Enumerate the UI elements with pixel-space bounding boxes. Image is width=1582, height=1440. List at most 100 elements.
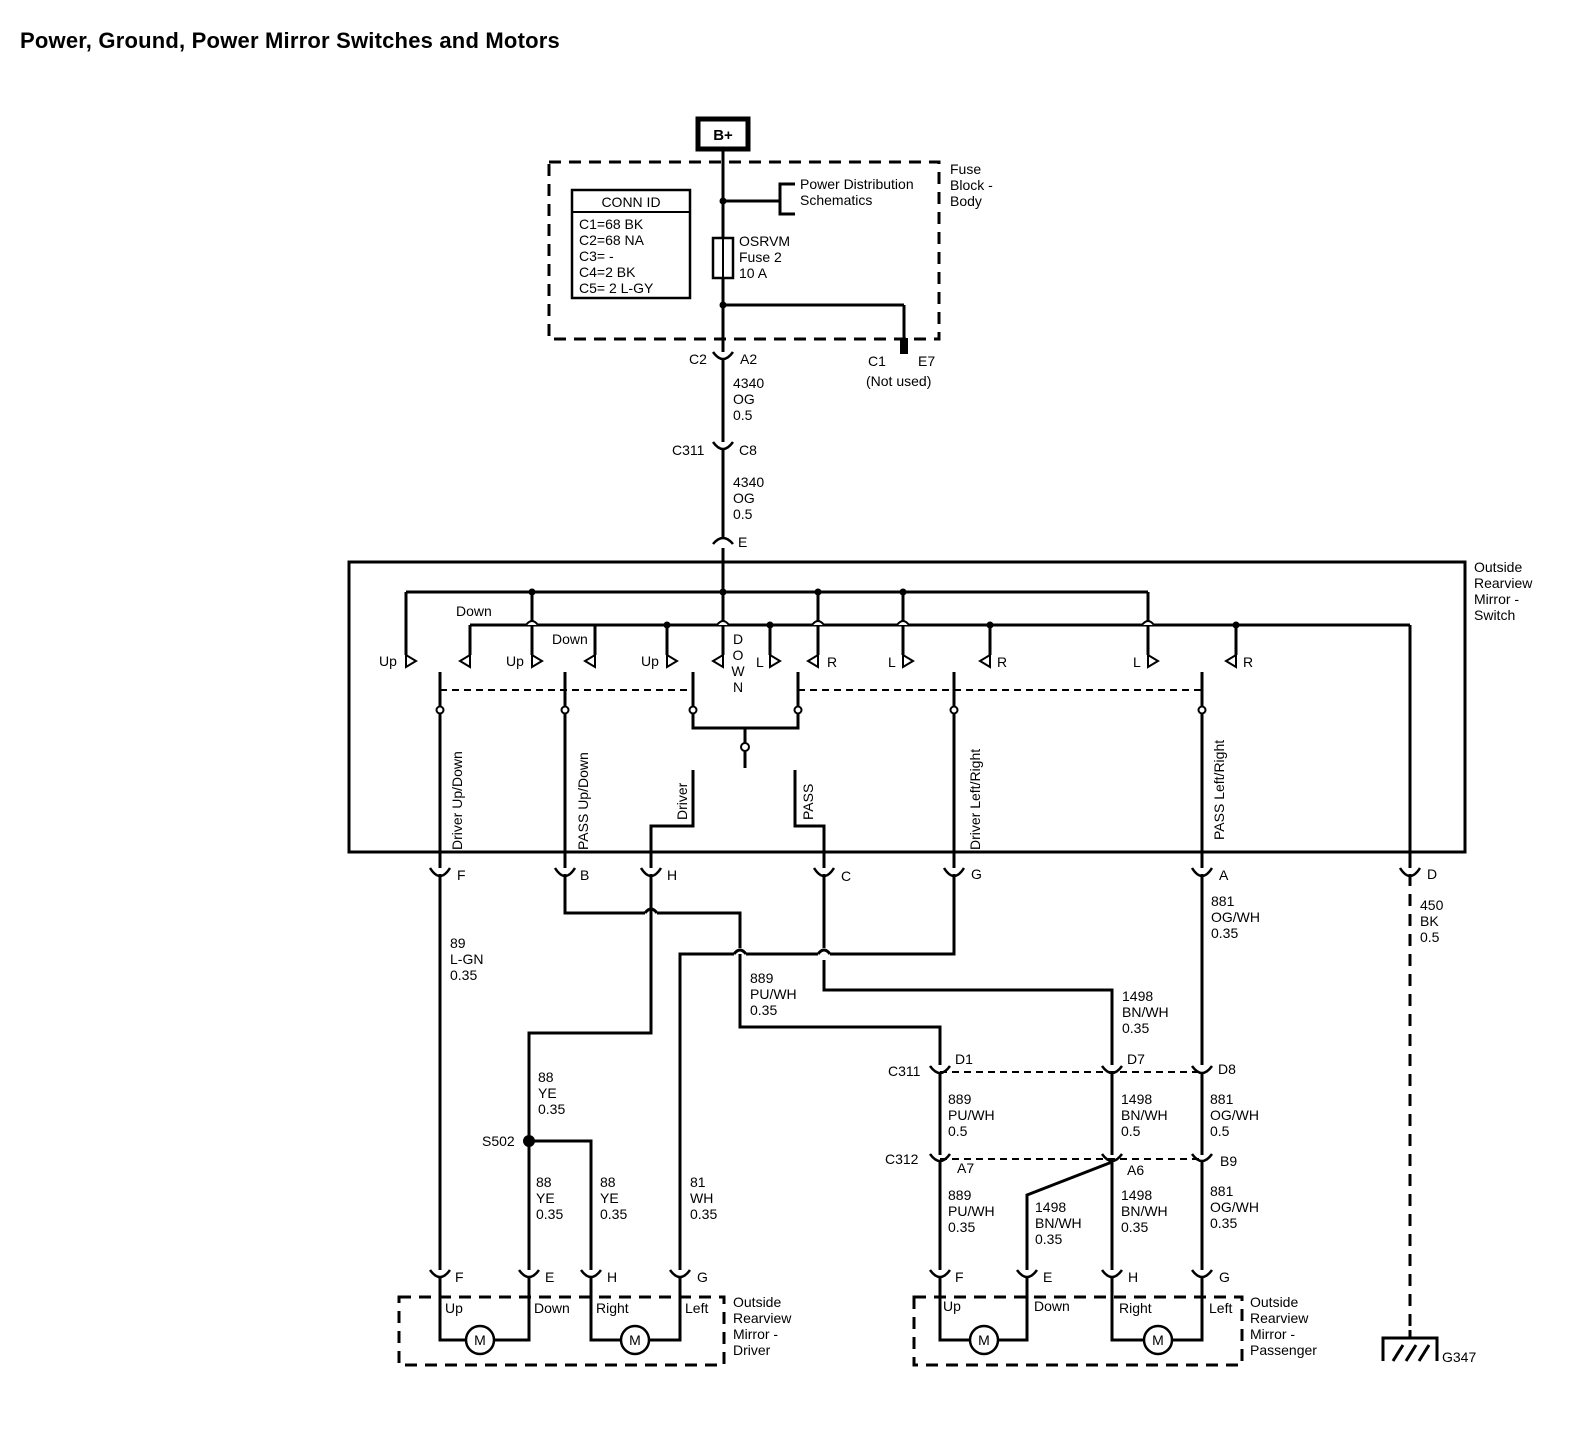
svg-text:C5= 2 L-GY: C5= 2 L-GY: [579, 280, 654, 296]
svg-text:CONN ID: CONN ID: [601, 194, 660, 210]
svg-text:D: D: [733, 631, 743, 647]
svg-text:PU/WH: PU/WH: [750, 986, 797, 1002]
svg-text:0.35: 0.35: [536, 1206, 563, 1222]
svg-text:OG/WH: OG/WH: [1210, 1107, 1259, 1123]
svg-text:1498: 1498: [1035, 1199, 1066, 1215]
svg-text:H: H: [1128, 1269, 1138, 1285]
svg-text:M: M: [474, 1332, 486, 1348]
svg-text:Left: Left: [1209, 1300, 1232, 1316]
harness-wiring: 89 L-GN 0.35 889 PU/WH 0.35 88 YE 0.35 S…: [438, 874, 1444, 1330]
svg-text:889: 889: [948, 1187, 972, 1203]
svg-text:G347: G347: [1442, 1349, 1476, 1365]
svg-text:B: B: [580, 867, 589, 883]
svg-text:Down: Down: [552, 631, 588, 647]
svg-text:Up: Up: [445, 1300, 463, 1316]
svg-text:1498: 1498: [1121, 1187, 1152, 1203]
svg-text:4340: 4340: [733, 474, 764, 490]
svg-text:L: L: [756, 654, 764, 670]
svg-text:0.35: 0.35: [600, 1206, 627, 1222]
svg-text:0.5: 0.5: [733, 506, 753, 522]
svg-text:L: L: [888, 654, 896, 670]
svg-text:C8: C8: [739, 442, 757, 458]
svg-text:E: E: [545, 1269, 554, 1285]
svg-text:H: H: [607, 1269, 617, 1285]
svg-text:A6: A6: [1127, 1162, 1144, 1178]
svg-text:881: 881: [1211, 893, 1235, 909]
svg-text:BN/WH: BN/WH: [1035, 1215, 1082, 1231]
svg-text:0.5: 0.5: [948, 1123, 968, 1139]
svg-text:10 A: 10 A: [739, 265, 768, 281]
svg-text:H: H: [667, 867, 677, 883]
svg-text:S502: S502: [482, 1133, 515, 1149]
svg-text:R: R: [1243, 654, 1253, 670]
svg-text:Left: Left: [685, 1300, 708, 1316]
svg-text:881: 881: [1210, 1091, 1234, 1107]
svg-text:Power Distribution: Power Distribution: [800, 176, 914, 192]
svg-text:Driver: Driver: [674, 782, 690, 820]
svg-text:D1: D1: [955, 1051, 973, 1067]
svg-text:81: 81: [690, 1174, 706, 1190]
svg-text:Right: Right: [1119, 1300, 1152, 1316]
svg-text:Passenger: Passenger: [1250, 1342, 1317, 1358]
svg-text:YE: YE: [600, 1190, 619, 1206]
svg-text:A7: A7: [957, 1160, 974, 1176]
svg-text:E: E: [1043, 1269, 1052, 1285]
svg-text:YE: YE: [538, 1085, 557, 1101]
svg-text:Down: Down: [534, 1300, 570, 1316]
svg-text:PASS Left/Right: PASS Left/Right: [1211, 740, 1227, 840]
svg-text:Up: Up: [379, 653, 397, 669]
svg-text:Switch: Switch: [1474, 607, 1515, 623]
svg-text:889: 889: [948, 1091, 972, 1107]
svg-text:0.35: 0.35: [948, 1219, 975, 1235]
svg-text:0.35: 0.35: [750, 1002, 777, 1018]
svg-text:PASS Up/Down: PASS Up/Down: [575, 752, 591, 850]
svg-text:F: F: [457, 867, 466, 883]
connector-c311: C311 D1 D7 D8: [888, 1051, 1236, 1079]
svg-text:L-GN: L-GN: [450, 951, 483, 967]
svg-text:Fuse 2: Fuse 2: [739, 249, 782, 265]
svg-text:Mirror -: Mirror -: [1250, 1326, 1295, 1342]
svg-text:E7: E7: [918, 353, 935, 369]
svg-text:C2=68 NA: C2=68 NA: [579, 232, 645, 248]
svg-text:Body: Body: [950, 193, 982, 209]
svg-text:D7: D7: [1127, 1051, 1145, 1067]
svg-text:C: C: [841, 868, 851, 884]
connector-c311-c8: C311 C8: [672, 441, 757, 458]
svg-text:Rearview: Rearview: [1474, 575, 1533, 591]
svg-text:PU/WH: PU/WH: [948, 1203, 995, 1219]
svg-text:0.35: 0.35: [1210, 1215, 1237, 1231]
svg-text:N: N: [733, 679, 743, 695]
svg-text:881: 881: [1210, 1183, 1234, 1199]
svg-text:0.5: 0.5: [1420, 929, 1440, 945]
svg-text:C1: C1: [868, 353, 886, 369]
svg-text:Down: Down: [456, 603, 492, 619]
svg-text:D: D: [1427, 866, 1437, 882]
svg-text:PU/WH: PU/WH: [948, 1107, 995, 1123]
svg-text:Right: Right: [596, 1300, 629, 1316]
svg-text:C3= -: C3= -: [579, 248, 614, 264]
connector-c312: C312 A7 A6 B9: [885, 1151, 1237, 1178]
svg-text:Mirror -: Mirror -: [733, 1326, 778, 1342]
svg-text:0.5: 0.5: [1210, 1123, 1230, 1139]
svg-text:OG: OG: [733, 490, 755, 506]
svg-text:C4=2 BK: C4=2 BK: [579, 264, 636, 280]
svg-text:OG: OG: [733, 391, 755, 407]
driver-mirror: F E H G Outside Rearview Mirror - Driver…: [397, 1269, 792, 1367]
svg-text:0.35: 0.35: [1035, 1231, 1062, 1247]
svg-text:Down: Down: [1034, 1298, 1070, 1314]
svg-text:0.35: 0.35: [1122, 1020, 1149, 1036]
svg-text:1498: 1498: [1122, 988, 1153, 1004]
svg-text:PASS: PASS: [800, 784, 816, 820]
svg-text:88: 88: [536, 1174, 552, 1190]
svg-text:G: G: [1219, 1269, 1230, 1285]
svg-text:Driver: Driver: [733, 1342, 771, 1358]
svg-text:F: F: [455, 1269, 464, 1285]
svg-text:BN/WH: BN/WH: [1121, 1203, 1168, 1219]
svg-text:L: L: [1133, 654, 1141, 670]
fuse-block: Fuse Block - Body Power Distribution Sch…: [547, 160, 993, 389]
svg-text:Outside: Outside: [1250, 1294, 1298, 1310]
svg-text:R: R: [827, 654, 837, 670]
svg-text:O: O: [733, 647, 744, 663]
svg-text:D8: D8: [1218, 1061, 1236, 1077]
svg-text:BN/WH: BN/WH: [1122, 1004, 1169, 1020]
